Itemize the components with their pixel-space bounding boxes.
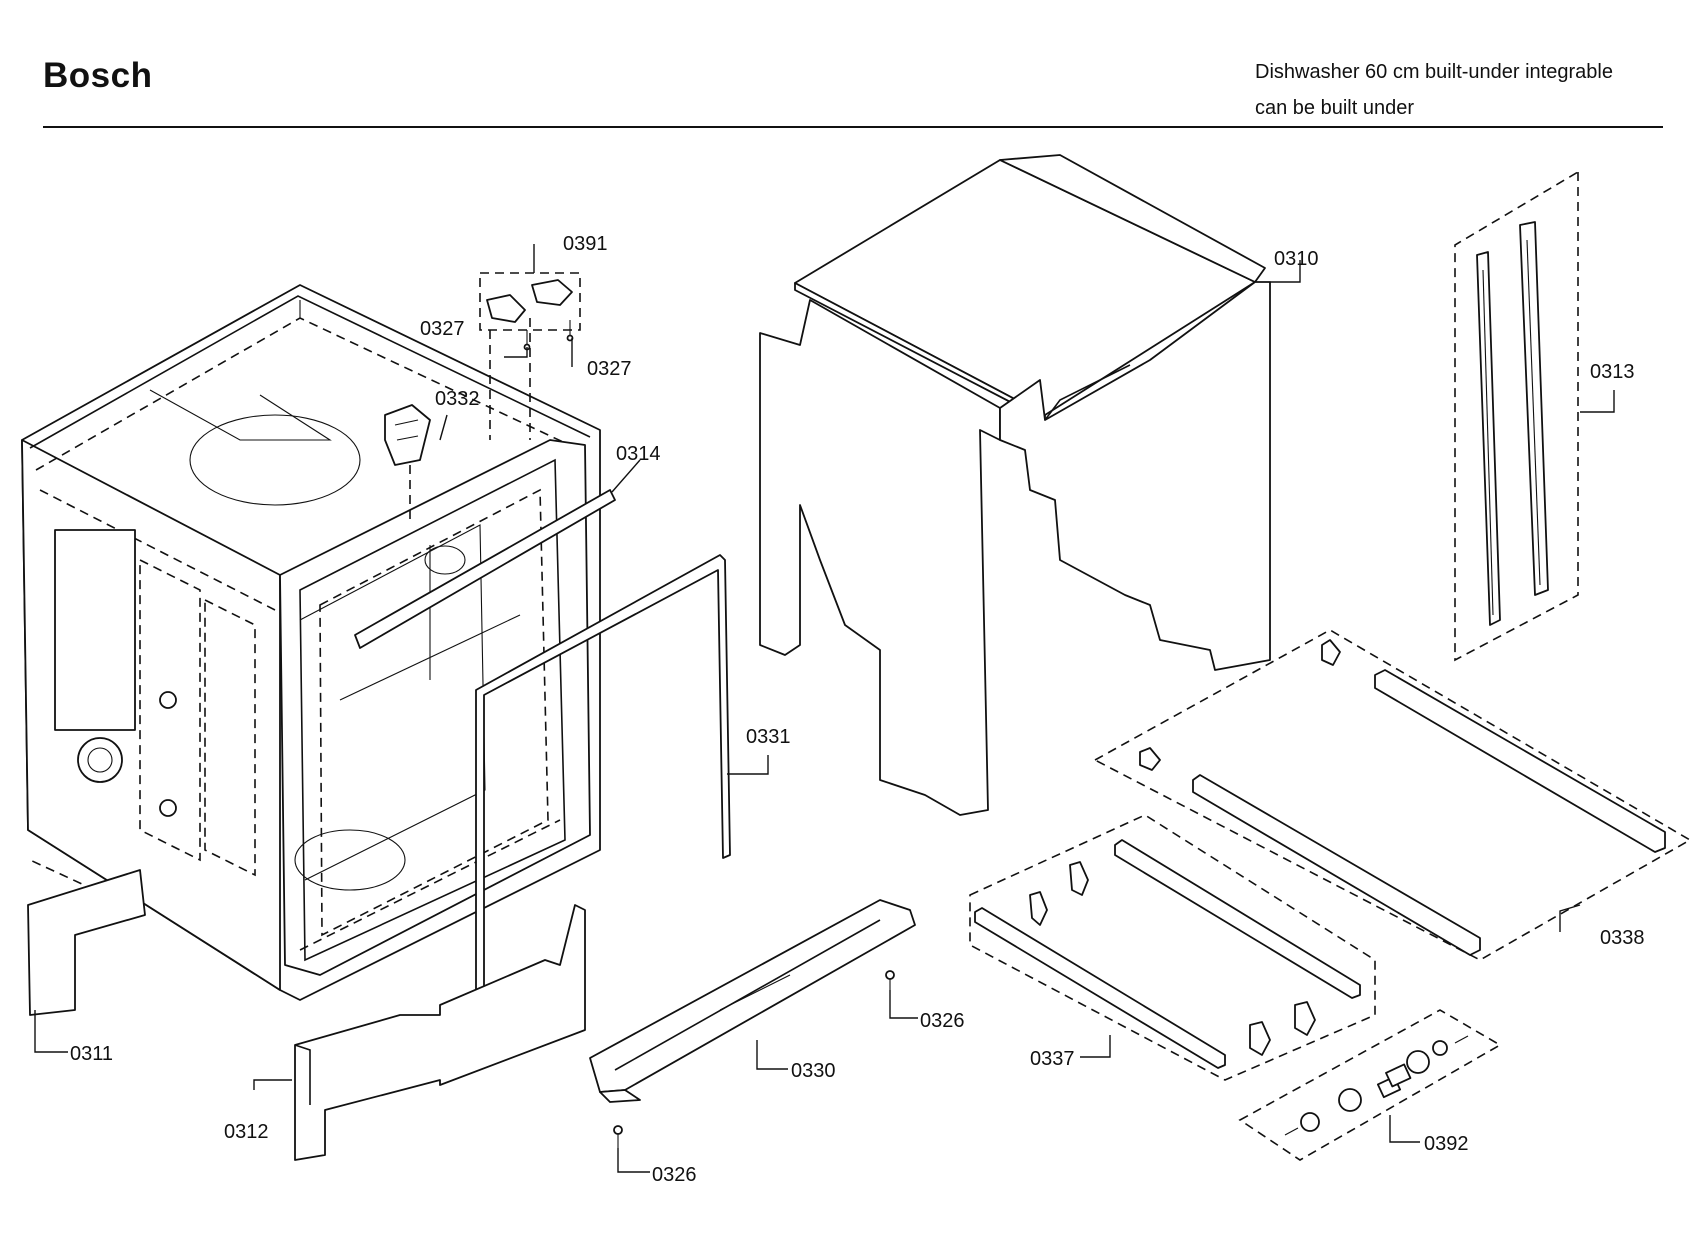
rails-group-0337 — [969, 814, 1376, 1081]
leader-lines — [34, 244, 1615, 1173]
label-0311: 0311 — [70, 1043, 113, 1065]
label-0337: 0337 — [1030, 1048, 1075, 1070]
side-trims-0313 — [1454, 170, 1579, 662]
label-0338: 0338 — [1600, 927, 1645, 949]
insulation-cover-0310 — [759, 154, 1271, 816]
label-0327-right: 0327 — [587, 358, 632, 380]
header-divider — [43, 126, 1663, 128]
label-0312: 0312 — [224, 1121, 269, 1143]
label-0326-bottom: 0326 — [652, 1164, 697, 1186]
label-0327-left: 0327 — [420, 318, 465, 340]
screws-0326 — [613, 970, 895, 1148]
brand-title: Bosch — [43, 56, 153, 95]
door-seal-0331 — [475, 554, 731, 999]
small-parts-0392 — [1238, 1009, 1502, 1161]
label-0326-right: 0326 — [920, 1010, 965, 1032]
label-0391: 0391 — [563, 233, 608, 255]
model-description: Dishwasher 60 cm built-under integrable … — [1255, 54, 1613, 126]
model-description-line-1: Dishwasher 60 cm built-under integrable — [1255, 61, 1613, 83]
label-0330: 0330 — [791, 1060, 836, 1082]
hinge-group-0391 — [479, 272, 581, 351]
part-labels: 0391 0327 0327 0332 0314 0310 0313 0331 … — [70, 233, 1645, 1186]
label-0310: 0310 — [1274, 248, 1319, 270]
tub-assembly — [21, 284, 616, 1001]
base-tray-0330 — [589, 899, 916, 1103]
rails-group-0338 — [1093, 629, 1692, 961]
label-0313: 0313 — [1590, 361, 1635, 383]
base-insulation-0311 — [27, 869, 146, 1016]
label-0332: 0332 — [435, 388, 480, 410]
label-0392: 0392 — [1424, 1133, 1469, 1155]
label-0331: 0331 — [746, 726, 791, 748]
label-0314: 0314 — [616, 443, 661, 465]
model-description-line-2: can be built under — [1255, 97, 1415, 119]
base-insulation-0312 — [294, 904, 586, 1161]
